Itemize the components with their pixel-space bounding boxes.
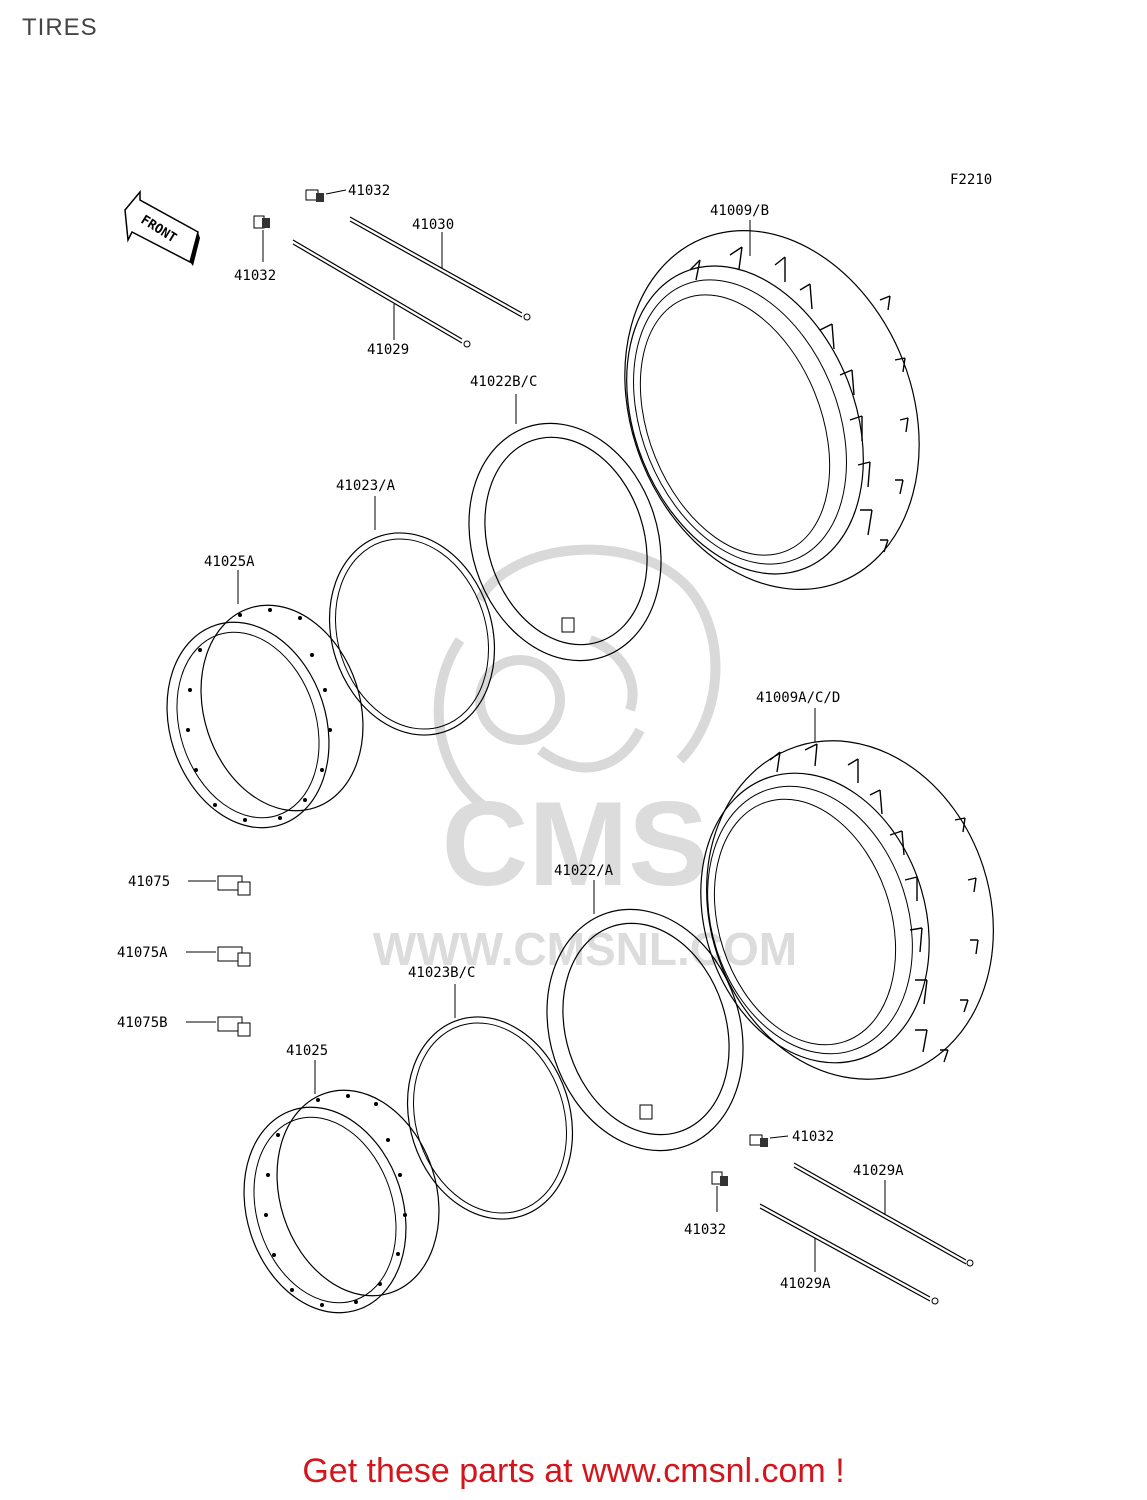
spoke-icon <box>759 1203 939 1305</box>
label-valve-cap-top2: 41032 <box>234 268 276 284</box>
label-spoke-bottom2: 41029A <box>780 1276 831 1292</box>
label-spoke-top: 41030 <box>412 217 454 233</box>
valve-cap-icon <box>253 215 270 229</box>
figure-code: F2210 <box>950 172 992 188</box>
label-front-tube: 41022B/C <box>470 374 537 390</box>
label-spoke-top2: 41029 <box>367 342 409 358</box>
label-weight-2: 41075A <box>117 945 168 961</box>
spoke-icon <box>349 216 531 321</box>
promo-link[interactable]: Get these parts at www.cmsnl.com ! <box>302 1452 845 1490</box>
label-front-rim-band: 41023/A <box>336 478 396 494</box>
front-rim-band-icon <box>328 532 496 736</box>
spoke-icon <box>793 1162 974 1267</box>
label-rear-rim: 41025 <box>286 1043 328 1059</box>
label-valve-cap-bottom1: 41032 <box>792 1129 834 1145</box>
valve-cap-icon <box>711 1171 728 1186</box>
label-front-tire: 41009/B <box>710 203 769 219</box>
label-front-rim: 41025A <box>204 554 255 570</box>
balance-weight-icon <box>217 875 251 896</box>
valve-cap-icon <box>305 189 324 202</box>
label-spoke-bottom1: 41029A <box>853 1163 904 1179</box>
label-valve-cap-bottom2: 41032 <box>684 1222 726 1238</box>
label-weight-3: 41075B <box>117 1015 168 1031</box>
rear-tire-icon <box>700 740 994 1080</box>
front-tire-icon <box>624 230 920 590</box>
rear-rim-icon <box>243 1089 440 1314</box>
balance-weight-icon <box>217 946 251 967</box>
front-tube-icon <box>468 422 662 662</box>
spoke-icon <box>292 239 471 348</box>
front-arrow-icon: FRONT <box>124 189 200 266</box>
balance-weight-icon <box>217 1016 251 1037</box>
valve-cap-icon <box>749 1134 768 1147</box>
front-rim-icon <box>166 604 364 829</box>
watermark-brand: CMS <box>442 777 709 911</box>
label-valve-cap-top1: 41032 <box>348 183 390 199</box>
label-weight-1: 41075 <box>128 874 170 890</box>
watermark-url: WWW.CMSNL.COM <box>373 923 797 975</box>
label-rear-tube: 41022/A <box>554 863 614 879</box>
label-rear-rim-band: 41023B/C <box>408 965 475 981</box>
label-rear-tire: 41009A/C/D <box>756 690 840 706</box>
rear-rim-band-icon <box>406 1016 574 1220</box>
rear-tube-icon <box>546 908 744 1152</box>
cms-watermark-logo: CMS WWW.CMSNL.COM <box>373 544 797 975</box>
page-title: TIRES <box>22 14 98 41</box>
